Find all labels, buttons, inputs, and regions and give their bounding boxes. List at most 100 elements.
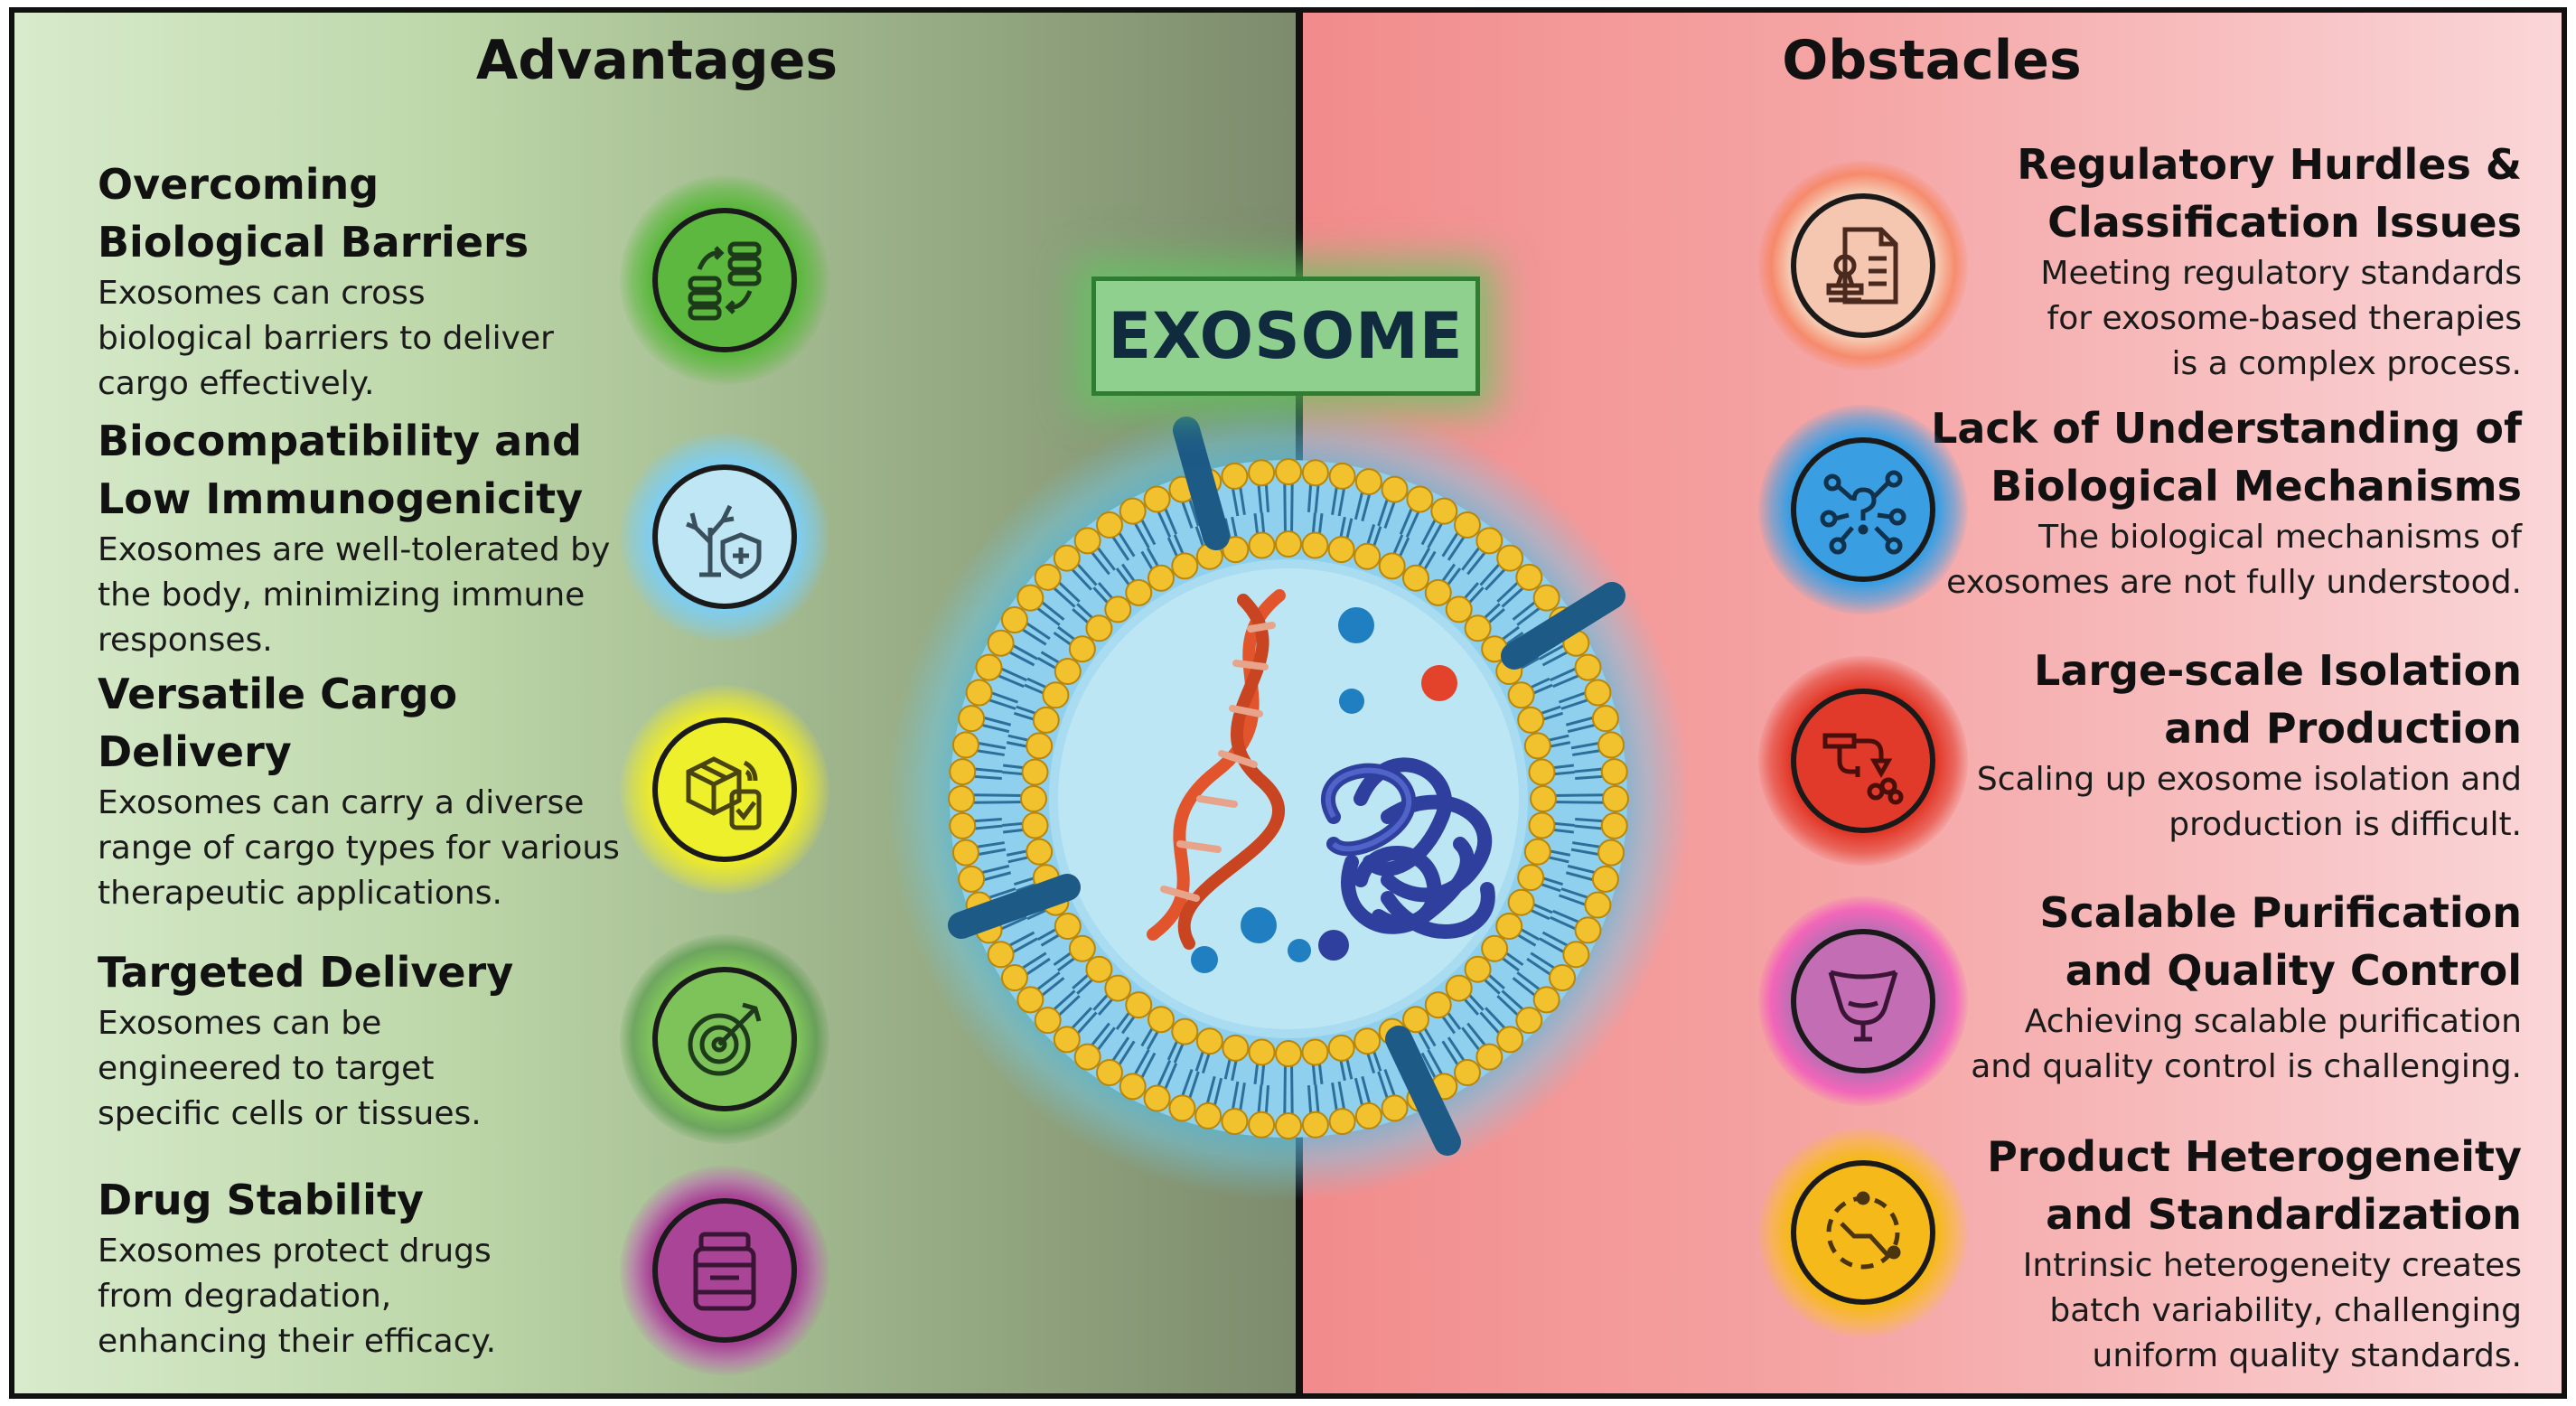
lipid-head: [1464, 955, 1492, 983]
lipid-head: [1248, 1038, 1276, 1066]
lipid-head: [1248, 531, 1276, 559]
cargo-particle: [1338, 607, 1374, 643]
lipid-head: [1085, 955, 1113, 983]
cargo-particle: [1241, 907, 1277, 943]
obstacle-item-mechanisms: Lack of Understanding of Biological Mech…: [1889, 399, 2522, 605]
lipid-head: [1248, 459, 1276, 487]
item-description: exosomes are not fully understood.: [1946, 564, 2522, 601]
badge-mechanisms: [1758, 405, 1968, 614]
cargo-particle: [1288, 939, 1311, 962]
lipid-head: [1328, 1108, 1356, 1136]
obstacle-item-purification: Scalable Purification and Quality Contro…: [1889, 884, 2522, 1090]
lipid-head: [949, 811, 977, 839]
lipid-head: [1034, 563, 1062, 591]
item-description: Intrinsic heterogeneity creates: [2022, 1247, 2522, 1284]
lipid-head: [1147, 1006, 1175, 1034]
lipid-head: [1464, 614, 1492, 642]
lipid-head: [1222, 536, 1250, 564]
membrane-proteins: [948, 417, 1625, 1156]
lipid-head: [1301, 459, 1329, 487]
lipid-head: [987, 629, 1015, 657]
advantages-title: Advantages: [475, 29, 838, 92]
item-title: Biological Mechanisms: [1991, 462, 2522, 511]
item-description: Scaling up exosome isolation and: [1976, 761, 2522, 798]
lipid-head: [951, 731, 979, 759]
item-title: Drug Stability: [98, 1176, 424, 1224]
badge-purification: [1758, 896, 1968, 1106]
lipid-head: [1327, 1034, 1355, 1062]
lipid-head: [1424, 578, 1452, 606]
lipid-head: [1000, 606, 1028, 634]
lipid-head: [1147, 564, 1175, 592]
cargo-particle: [1191, 946, 1218, 973]
exosome-illustration: [886, 397, 1691, 1201]
item-description: Exosomes can carry a diverse: [98, 784, 585, 821]
lipid-head: [1507, 681, 1535, 709]
item-description: range of cargo types for various: [98, 830, 620, 867]
lipid-head: [1515, 1007, 1543, 1035]
database-transfer-icon: [688, 241, 762, 321]
badge-barriers: [620, 175, 829, 385]
item-title: and Production: [2164, 704, 2522, 753]
item-title: Regulatory Hurdles &: [2017, 140, 2522, 189]
item-title: Classification Issues: [2047, 198, 2522, 247]
lipid-head: [1021, 811, 1049, 839]
badge-targeted: [620, 934, 829, 1144]
item-title: Large-scale Isolation: [2034, 646, 2522, 695]
membrane-protein: [1501, 582, 1625, 670]
lipid-head: [1600, 758, 1628, 786]
lipid-head: [1026, 732, 1054, 760]
lipid-head: [958, 705, 986, 733]
item-description: Exosomes can cross: [98, 275, 426, 312]
target-icon: [688, 1002, 762, 1076]
lipid-head: [1507, 888, 1535, 916]
item-description: and quality control is challenging.: [1971, 1048, 2522, 1085]
item-description: responses.: [98, 622, 273, 659]
item-description: The biological mechanisms of: [2038, 519, 2522, 556]
advantage-item-stability: Drug Stability Exosomes protect drugs fr…: [98, 1171, 658, 1364]
lipid-head: [1054, 658, 1082, 685]
cargo-particle: [1318, 930, 1349, 961]
item-title: Product Heterogeneity: [1987, 1132, 2522, 1181]
item-description: engineered to target: [98, 1050, 435, 1087]
lipid-head: [1591, 705, 1619, 733]
advantage-item-targeted: Targeted Delivery Exosomes can be engine…: [98, 943, 658, 1137]
item-title: Lack of Understanding of: [1931, 404, 2522, 453]
lipid-head: [1171, 1017, 1199, 1045]
lipid-head: [1381, 1094, 1409, 1122]
lipid-head: [1453, 511, 1481, 539]
cargo-particle: [1421, 665, 1457, 701]
item-description: from degradation,: [98, 1278, 392, 1315]
lipid-head: [1119, 1073, 1147, 1101]
advantage-item-barriers: Overcoming Biological Barriers Exosomes …: [98, 155, 658, 407]
lipid-head: [1222, 1034, 1250, 1062]
lipid-head: [1354, 468, 1382, 496]
obstacle-item-heterogeneity: Product Heterogeneity and Standardizatio…: [1889, 1128, 2522, 1379]
network-question-icon: [1820, 470, 1906, 555]
badge-regulatory: [1758, 161, 1968, 370]
item-title: Low Immunogenicity: [98, 474, 584, 523]
lipid-head: [1496, 544, 1524, 572]
item-description: is a complex process.: [2171, 345, 2523, 382]
lipid-head: [1016, 986, 1044, 1014]
item-description: Exosomes are well-tolerated by: [98, 531, 611, 568]
item-title: Biocompatibility and: [98, 417, 582, 465]
lipid-head: [1584, 891, 1612, 919]
lipid-head: [1517, 864, 1545, 892]
lipid-head: [1053, 544, 1081, 572]
badge-cargo: [620, 685, 829, 895]
item-title: Delivery: [98, 727, 292, 776]
lipid-head: [1073, 1043, 1101, 1071]
lipid-head: [1248, 1111, 1276, 1139]
lipid-head: [1430, 497, 1458, 525]
lipid-head: [1275, 458, 1302, 485]
lipid-head: [1402, 1006, 1429, 1034]
item-description: specific cells or tissues.: [98, 1095, 482, 1132]
lipid-head: [1354, 1101, 1382, 1129]
item-description: Exosomes can be: [98, 1005, 382, 1042]
lipid-head: [1354, 1027, 1382, 1055]
document-stamp-icon: [1826, 227, 1898, 305]
advantage-item-biocompatibility: Biocompatibility and Low Immunogenicity …: [98, 412, 658, 663]
lipid-head: [1275, 1040, 1302, 1067]
lipid-head: [1381, 475, 1409, 503]
